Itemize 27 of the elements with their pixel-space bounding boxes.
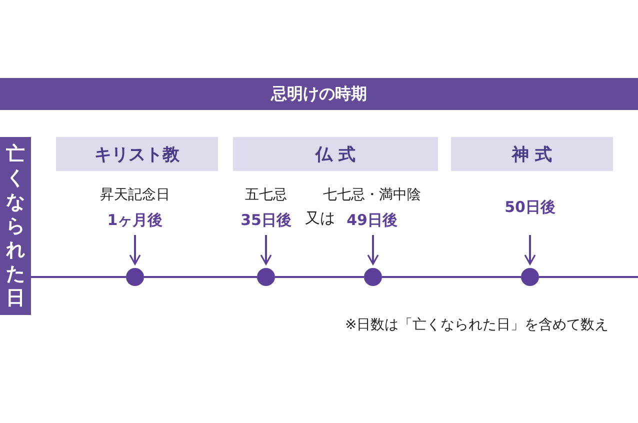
arrow	[367, 235, 379, 265]
title-banner: 忌明けの時期	[0, 78, 638, 110]
event-name: 七七忌・満中陰	[323, 186, 421, 205]
arrow	[260, 235, 272, 265]
timeline-line	[275, 276, 364, 278]
arrow	[129, 235, 141, 265]
category-header: 仏 式	[233, 137, 438, 171]
timeline-dot	[364, 268, 382, 286]
category-header: キリスト教	[56, 137, 218, 171]
timeline-dot	[126, 268, 144, 286]
timeline-line	[382, 276, 521, 278]
timeline-dot	[257, 268, 275, 286]
timeline-line	[31, 276, 126, 278]
footnote: ※日数は「亡くなられた日」を含めて数え	[345, 316, 609, 334]
event-timing: 50日後	[504, 197, 556, 218]
event-name: 昇天記念日	[100, 186, 170, 205]
timeline-line	[539, 276, 638, 278]
event-timing: 49日後	[346, 210, 398, 231]
timeline-dot	[521, 268, 539, 286]
arrow	[524, 235, 536, 265]
start-date-box: 亡くなられた日	[0, 137, 31, 315]
event-timing: 35日後	[240, 210, 292, 231]
event-name: 五七忌	[245, 186, 287, 205]
timeline-line	[144, 276, 257, 278]
event-timing: 1ヶ月後	[107, 210, 163, 231]
category-header: 神 式	[451, 137, 613, 171]
conjunction-text: 又は	[305, 209, 335, 228]
